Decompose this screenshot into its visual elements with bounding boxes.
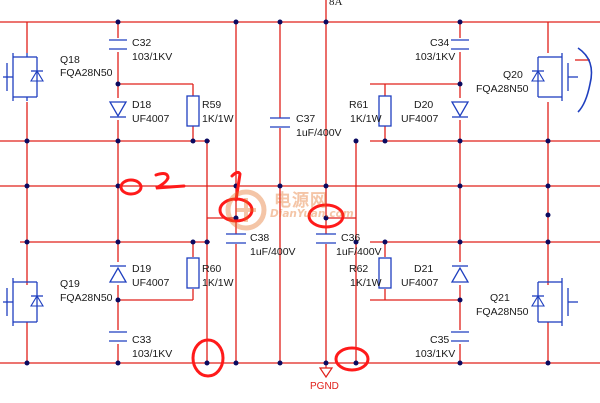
annotation-circle-bottom-right [334,346,370,372]
diode-d18 [108,101,128,118]
label-d21-ref: D21 [414,263,434,275]
diode-d20 [450,101,470,118]
label-q19-ref: Q19 [60,278,80,290]
label-c38-ref: C38 [250,232,270,244]
diode-d19 [108,265,128,283]
annotation-2-mark [154,172,186,190]
mosfet-q18 [3,53,44,101]
label-q21-ref: Q21 [490,292,510,304]
mosfet-q20 [531,53,578,101]
label-r60-ref: R60 [202,263,222,275]
components [3,39,593,342]
label-c33-value: 103/1KV [132,348,173,360]
net-label-8a: 8A [329,0,343,8]
label-c36-ref: C36 [341,232,361,244]
diode-d21 [450,265,470,283]
label-q18-ref: Q18 [60,54,80,66]
label-c38-value: 1uF/400V [250,246,296,258]
annotations [119,170,370,378]
capacitor-c38 [226,233,246,244]
label-c37-ref: C37 [296,113,316,125]
wires [0,0,600,364]
label-c35-value: 103/1KV [415,348,456,360]
label-r62-ref: R62 [349,263,369,275]
label-c32-value: 103/1KV [132,51,173,63]
label-r59-value: 1K/1W [202,113,234,125]
label-q20-part: FQA28N50 [476,83,529,95]
mosfet-q21 [531,278,578,326]
label-q20-ref: Q20 [503,69,523,81]
label-r61-ref: R61 [349,99,369,111]
capacitor-c34 [451,39,469,50]
capacitor-c37 [270,117,290,128]
transformer-fragment [577,47,593,113]
capacitor-c36 [316,233,336,244]
label-d20-ref: D20 [414,99,434,111]
annotation-circle-bottom-left [191,338,225,378]
label-d19-part: UF4007 [132,277,170,289]
capacitor-c35 [451,331,469,342]
label-r62-value: 1K/1W [350,277,382,289]
resistor-r60 [186,257,200,289]
label-r59-ref: R59 [202,99,222,111]
label-c32-ref: C32 [132,37,152,49]
label-q19-part: FQA28N50 [60,292,113,304]
mosfet-q19 [3,278,44,326]
label-c34-value: 103/1KV [415,51,456,63]
net-label-pgnd: PGND [310,381,339,392]
label-d21-part: UF4007 [401,277,439,289]
label-c36-value: 1uF/400V [336,246,382,258]
annotation-1-mark [230,170,242,202]
resistor-r62 [378,257,392,289]
label-d20-part: UF4007 [401,113,439,125]
label-c33-ref: C33 [132,334,152,346]
label-d19-ref: D19 [132,263,152,275]
annotation-circle-right-node [307,203,345,229]
annotation-o-mark [119,178,143,196]
watermark: 电源网 DianYuan.com [222,186,362,238]
label-c34-ref: C34 [430,37,450,49]
label-c37-value: 1uF/400V [296,127,342,139]
label-c35-ref: C35 [430,334,450,346]
watermark-logo-icon [225,189,267,231]
label-d18-part: UF4007 [132,113,170,125]
annotation-circle-left-node [218,197,254,223]
label-r60-value: 1K/1W [202,277,234,289]
capacitor-c33 [109,331,127,342]
label-q21-part: FQA28N50 [476,306,529,318]
resistor-r61 [378,95,392,127]
label-d18-ref: D18 [132,99,152,111]
watermark-chinese: 电源网 [274,191,328,211]
watermark-url: DianYuan.com [270,208,354,220]
capacitor-c32 [109,39,127,50]
label-r61-value: 1K/1W [350,113,382,125]
label-q18-part: FQA28N50 [60,67,113,79]
junction-dots [24,19,551,366]
resistor-r59 [186,95,200,127]
